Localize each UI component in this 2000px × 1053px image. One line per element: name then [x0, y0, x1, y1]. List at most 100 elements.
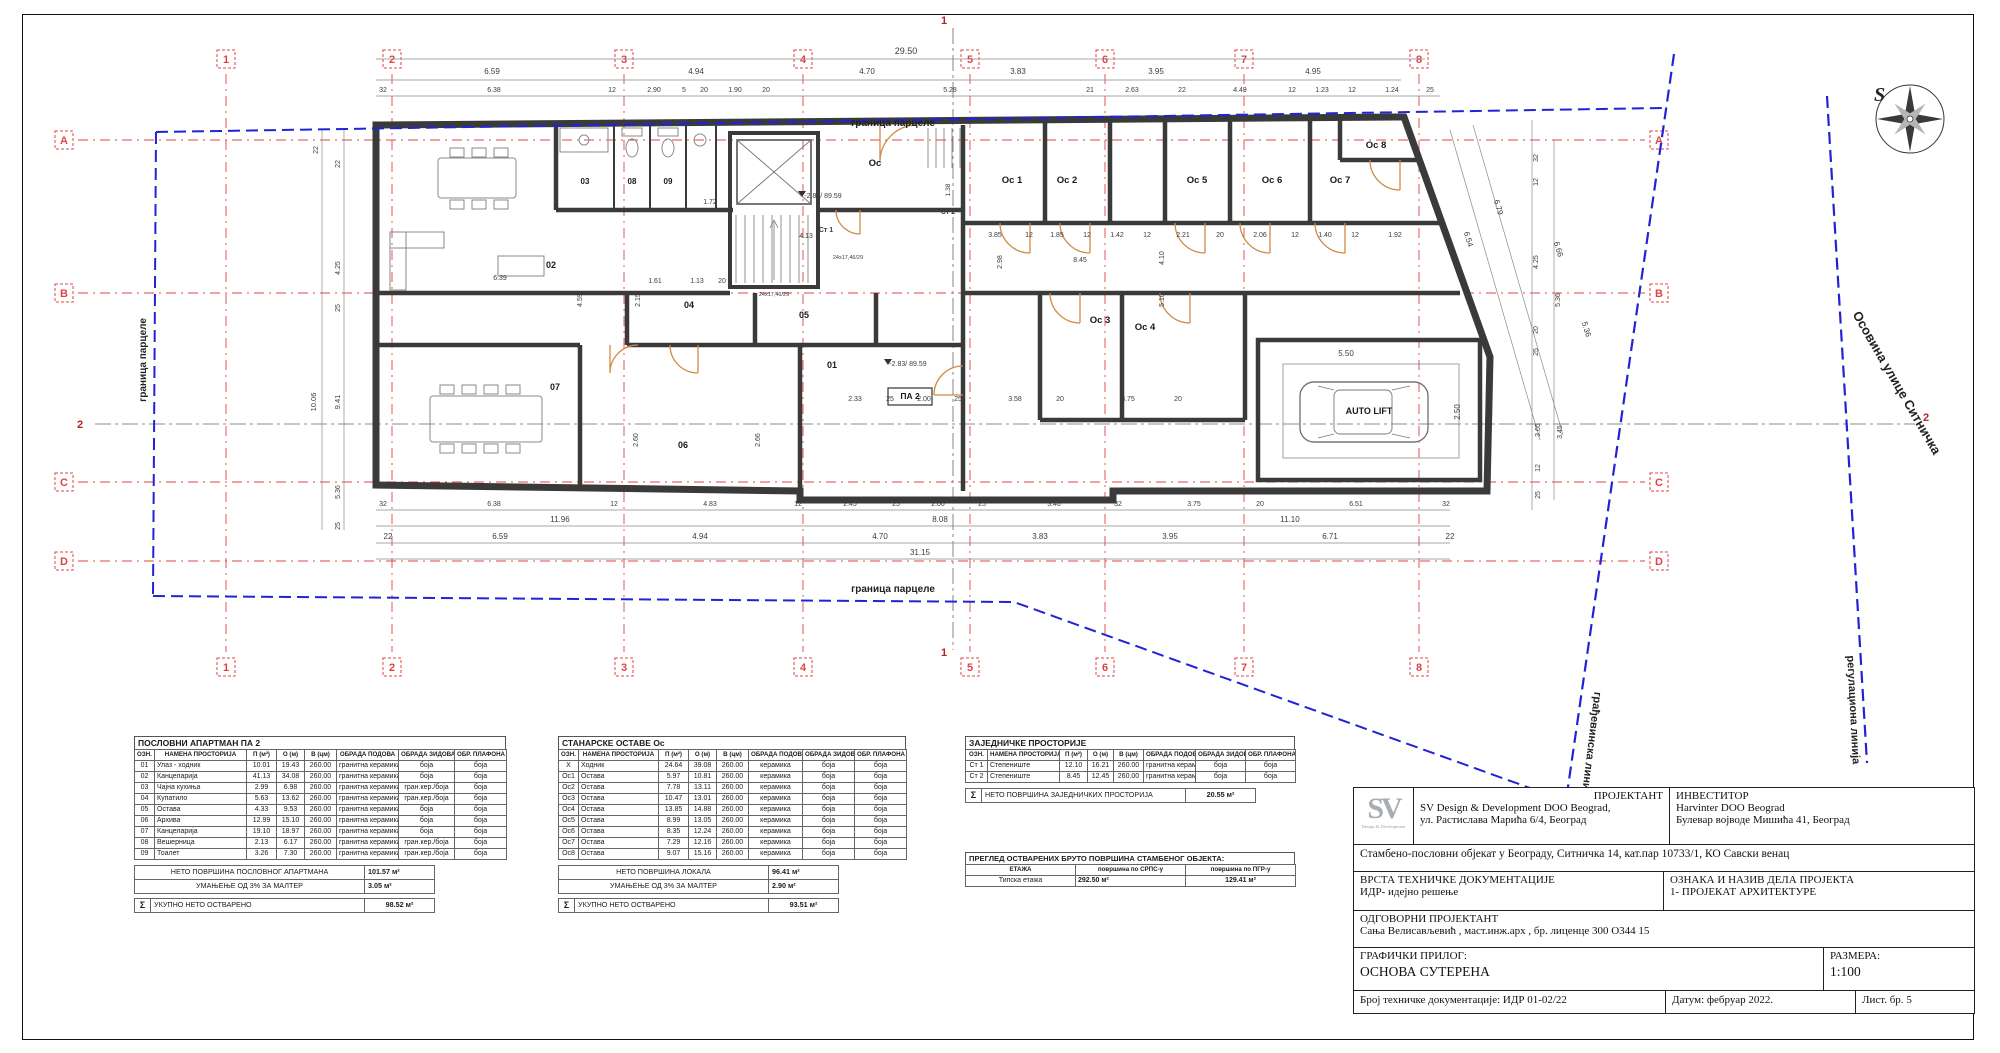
axis-marker-label: 8 — [1416, 662, 1422, 674]
table-cell: боја — [454, 848, 507, 860]
table-cell: Ос6 — [558, 826, 579, 838]
table-cell: 8.45 — [1059, 771, 1088, 783]
partition-walls — [613, 125, 717, 210]
dimension-text: 5.36 — [335, 485, 342, 499]
section-mark-1-top: 1 — [941, 15, 947, 27]
table-cell: 5.63 — [246, 793, 277, 805]
axis-marker-2 — [382, 657, 402, 677]
sigma-symbol: Σ — [558, 898, 575, 913]
kitchen-counter — [559, 127, 609, 153]
kitchen-sink — [578, 134, 590, 146]
room-label-05: 05 — [799, 310, 809, 320]
common-summary: Σ НЕТО ПОВРШИНА ЗАЈЕДНИЧКИХ ПРОСТОРИЈА 2… — [965, 788, 1295, 803]
table-cell: 18.97 — [276, 826, 305, 838]
table-cell: гранитна керамика — [336, 782, 399, 794]
table-cell: НЕТО ПОВРШИНА ЛОКАЛА — [558, 865, 769, 880]
dimension-text: 2.33 — [848, 396, 862, 403]
table-cell: 260.00 — [716, 837, 749, 849]
table-cell: боја — [854, 782, 907, 794]
table-cell: 01 — [134, 760, 155, 772]
axis-marker-D — [54, 551, 74, 571]
total-value: 20.55 м² — [1185, 788, 1256, 803]
level-mark: -2.83/ 89.59 — [889, 361, 926, 368]
table-cell: боја — [454, 793, 507, 805]
dimension-text: 5 — [682, 87, 686, 94]
axis-marker-label: 4 — [800, 662, 807, 674]
table-cell: 260.00 — [716, 815, 749, 827]
table-cell: боја — [854, 826, 907, 838]
room-label-06: 06 — [678, 440, 688, 450]
dimension-text: 25 — [1535, 491, 1542, 499]
dimension-text: 22 — [335, 160, 342, 168]
dimension-text: 8.45 — [1073, 257, 1087, 264]
table-cell: 19.10 — [246, 826, 277, 838]
table-cell: боја — [454, 760, 507, 772]
dimension-text: 4.70 — [859, 67, 875, 76]
table-cell: 9.53 — [276, 804, 305, 816]
dimension-text: 2.63 — [1125, 87, 1139, 94]
dimension-text: 4.94 — [692, 532, 708, 541]
table-cell: 24.64 — [658, 760, 689, 772]
column-header: ОБР. ПЛАФОНА — [854, 749, 907, 761]
dimension-text: 32 — [1533, 154, 1540, 162]
column-header: В (цм) — [304, 749, 337, 761]
room-label-os: Ос — [869, 158, 882, 169]
table-cell: боја — [854, 760, 907, 772]
axis-marker-label: 8 — [1416, 54, 1422, 66]
room-label-os5: Ос 5 — [1187, 175, 1208, 186]
dimension-text: 2.50 — [1453, 404, 1462, 420]
car-symbol — [1299, 381, 1429, 443]
table-cell: 3.26 — [246, 848, 277, 860]
dimension-text: 12 — [1288, 87, 1296, 94]
door-arc — [1049, 292, 1081, 324]
door-arc — [1174, 222, 1206, 254]
dimension-text: 24x17,46/29 — [833, 255, 863, 261]
table-cell: 260.00 — [1113, 760, 1144, 772]
column-header: НАМЕНА ПРОСТОРИЈА — [987, 749, 1060, 761]
door-arc — [933, 365, 964, 396]
dimension-text: 12 — [1025, 232, 1033, 239]
table-cell: 260.00 — [304, 771, 337, 783]
project-object: Стамбено-пословни објекат у Београду, Си… — [1354, 845, 1974, 872]
table-cell: 260.00 — [304, 804, 337, 816]
date-cell: Датум: фебруар 2022. — [1666, 991, 1856, 1013]
dimension-text: 5.50 — [1338, 349, 1354, 358]
table-cell: 06 — [134, 815, 155, 827]
door-arc — [1059, 222, 1091, 254]
total-row: Σ УКУПНО НЕТО ОСТВАРЕНО 98.52 м² — [134, 898, 435, 913]
axis-marker-B — [1649, 283, 1669, 303]
dimension-text: 1.85 — [1050, 232, 1064, 239]
dimension-text: 12 — [1143, 232, 1151, 239]
dimension-text: 1.13 — [690, 278, 704, 285]
axis-marker-label: B — [1655, 288, 1663, 300]
table-title: ПОСЛОВНИ АПАРТМАН ПА 2 — [134, 736, 506, 749]
table-cell: 13.62 — [276, 793, 305, 805]
dimension-text: 2.98 — [997, 255, 1004, 269]
level-flag — [884, 359, 892, 365]
dimension-text: 4.25 — [335, 261, 342, 275]
dimension-text: 2.00 — [917, 396, 931, 403]
table-cell: Ст 1 — [965, 760, 988, 772]
table-cell: гранитна керамика — [336, 771, 399, 783]
dimension-text: 25 — [886, 396, 894, 403]
table-cell: УМАЊЕЊЕ ОД 3% ЗА МАЛТЕР — [134, 879, 365, 894]
dimension-text: 2.21 — [1176, 232, 1190, 239]
table-cell: гранитна керамика — [1143, 760, 1196, 772]
room-label-04: 04 — [684, 300, 694, 310]
table-cell: 10.01 — [246, 760, 277, 772]
dimension-text: 20 — [1056, 396, 1064, 403]
dimension-text: 1.40 — [1318, 232, 1332, 239]
axis-marker-label: 2 — [389, 54, 395, 66]
doc-type-label: ВРСТА ТЕХНИЧКЕ ДОКУМЕНТАЦИЈЕ — [1360, 874, 1555, 886]
table-cell: 13.01 — [688, 793, 717, 805]
compass-rose: S — [1874, 84, 1945, 154]
table-cell: 41.13 — [246, 771, 277, 783]
doc-number-cell: Број техничке документације: ИДР 01-02/2… — [1354, 991, 1666, 1013]
